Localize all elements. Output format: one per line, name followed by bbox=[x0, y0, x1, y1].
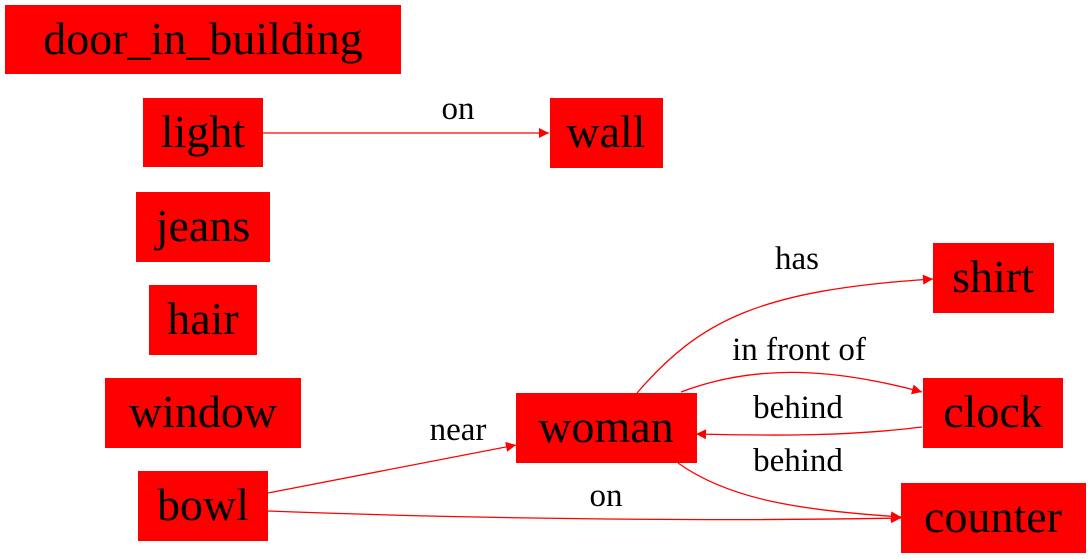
node-box bbox=[143, 98, 263, 167]
node-label: clock bbox=[943, 386, 1043, 437]
node-label: hair bbox=[167, 293, 239, 344]
node-label: door_in_building bbox=[43, 13, 362, 64]
node-shirt: shirt bbox=[933, 243, 1054, 313]
node-box bbox=[105, 378, 301, 448]
edge-line bbox=[267, 441, 517, 494]
node-bowl: bowl bbox=[138, 471, 268, 541]
node-label: wall bbox=[566, 106, 645, 157]
node-box bbox=[933, 243, 1054, 313]
edge-line bbox=[680, 371, 923, 395]
node-box bbox=[923, 378, 1063, 448]
node-box bbox=[136, 192, 270, 262]
node-box bbox=[516, 393, 697, 463]
node-jeans: jeans bbox=[136, 192, 270, 262]
node-box bbox=[5, 5, 401, 74]
edge-line bbox=[695, 426, 923, 440]
node-label: jeans bbox=[154, 200, 251, 251]
edge-line bbox=[677, 462, 902, 522]
node-box bbox=[901, 483, 1086, 553]
node-box bbox=[550, 98, 663, 168]
edge-bowl-on-counter: on bbox=[267, 478, 902, 524]
edge-line bbox=[636, 274, 934, 394]
edge-bowl-near-woman: near bbox=[267, 412, 517, 494]
node-label: light bbox=[161, 106, 246, 157]
node-hair: hair bbox=[149, 285, 257, 355]
node-label: window bbox=[129, 386, 278, 437]
node-label: counter bbox=[924, 491, 1062, 542]
edge-light-on-wall: on bbox=[263, 91, 549, 138]
edge-label: has bbox=[775, 241, 819, 277]
edge-woman-behind-counter: behind bbox=[677, 443, 902, 522]
node-clock: clock bbox=[923, 378, 1063, 448]
edge-line bbox=[267, 510, 902, 524]
node-label: woman bbox=[538, 401, 673, 452]
node-light: light bbox=[143, 98, 263, 167]
node-wall: wall bbox=[550, 98, 663, 168]
edge-woman-has-shirt: has bbox=[636, 241, 934, 394]
edge-label: behind bbox=[753, 443, 843, 479]
edge-label: near bbox=[430, 412, 487, 448]
node-counter: counter bbox=[901, 483, 1086, 553]
edge-label: on bbox=[442, 91, 475, 127]
edge-label: on bbox=[590, 478, 623, 514]
node-box bbox=[138, 471, 268, 541]
node-box bbox=[149, 285, 257, 355]
edge-label: behind bbox=[753, 390, 843, 426]
node-label: shirt bbox=[952, 251, 1034, 302]
node-woman: woman bbox=[516, 393, 697, 463]
edge-clock-behind-woman: behind bbox=[695, 390, 923, 440]
node-window: window bbox=[105, 378, 301, 448]
edge-label: in front of bbox=[732, 332, 866, 368]
node-label: bowl bbox=[157, 479, 249, 530]
node-door-in-building: door_in_building bbox=[5, 5, 401, 74]
edge-woman-in-front-of-clock: in front of bbox=[680, 332, 923, 395]
